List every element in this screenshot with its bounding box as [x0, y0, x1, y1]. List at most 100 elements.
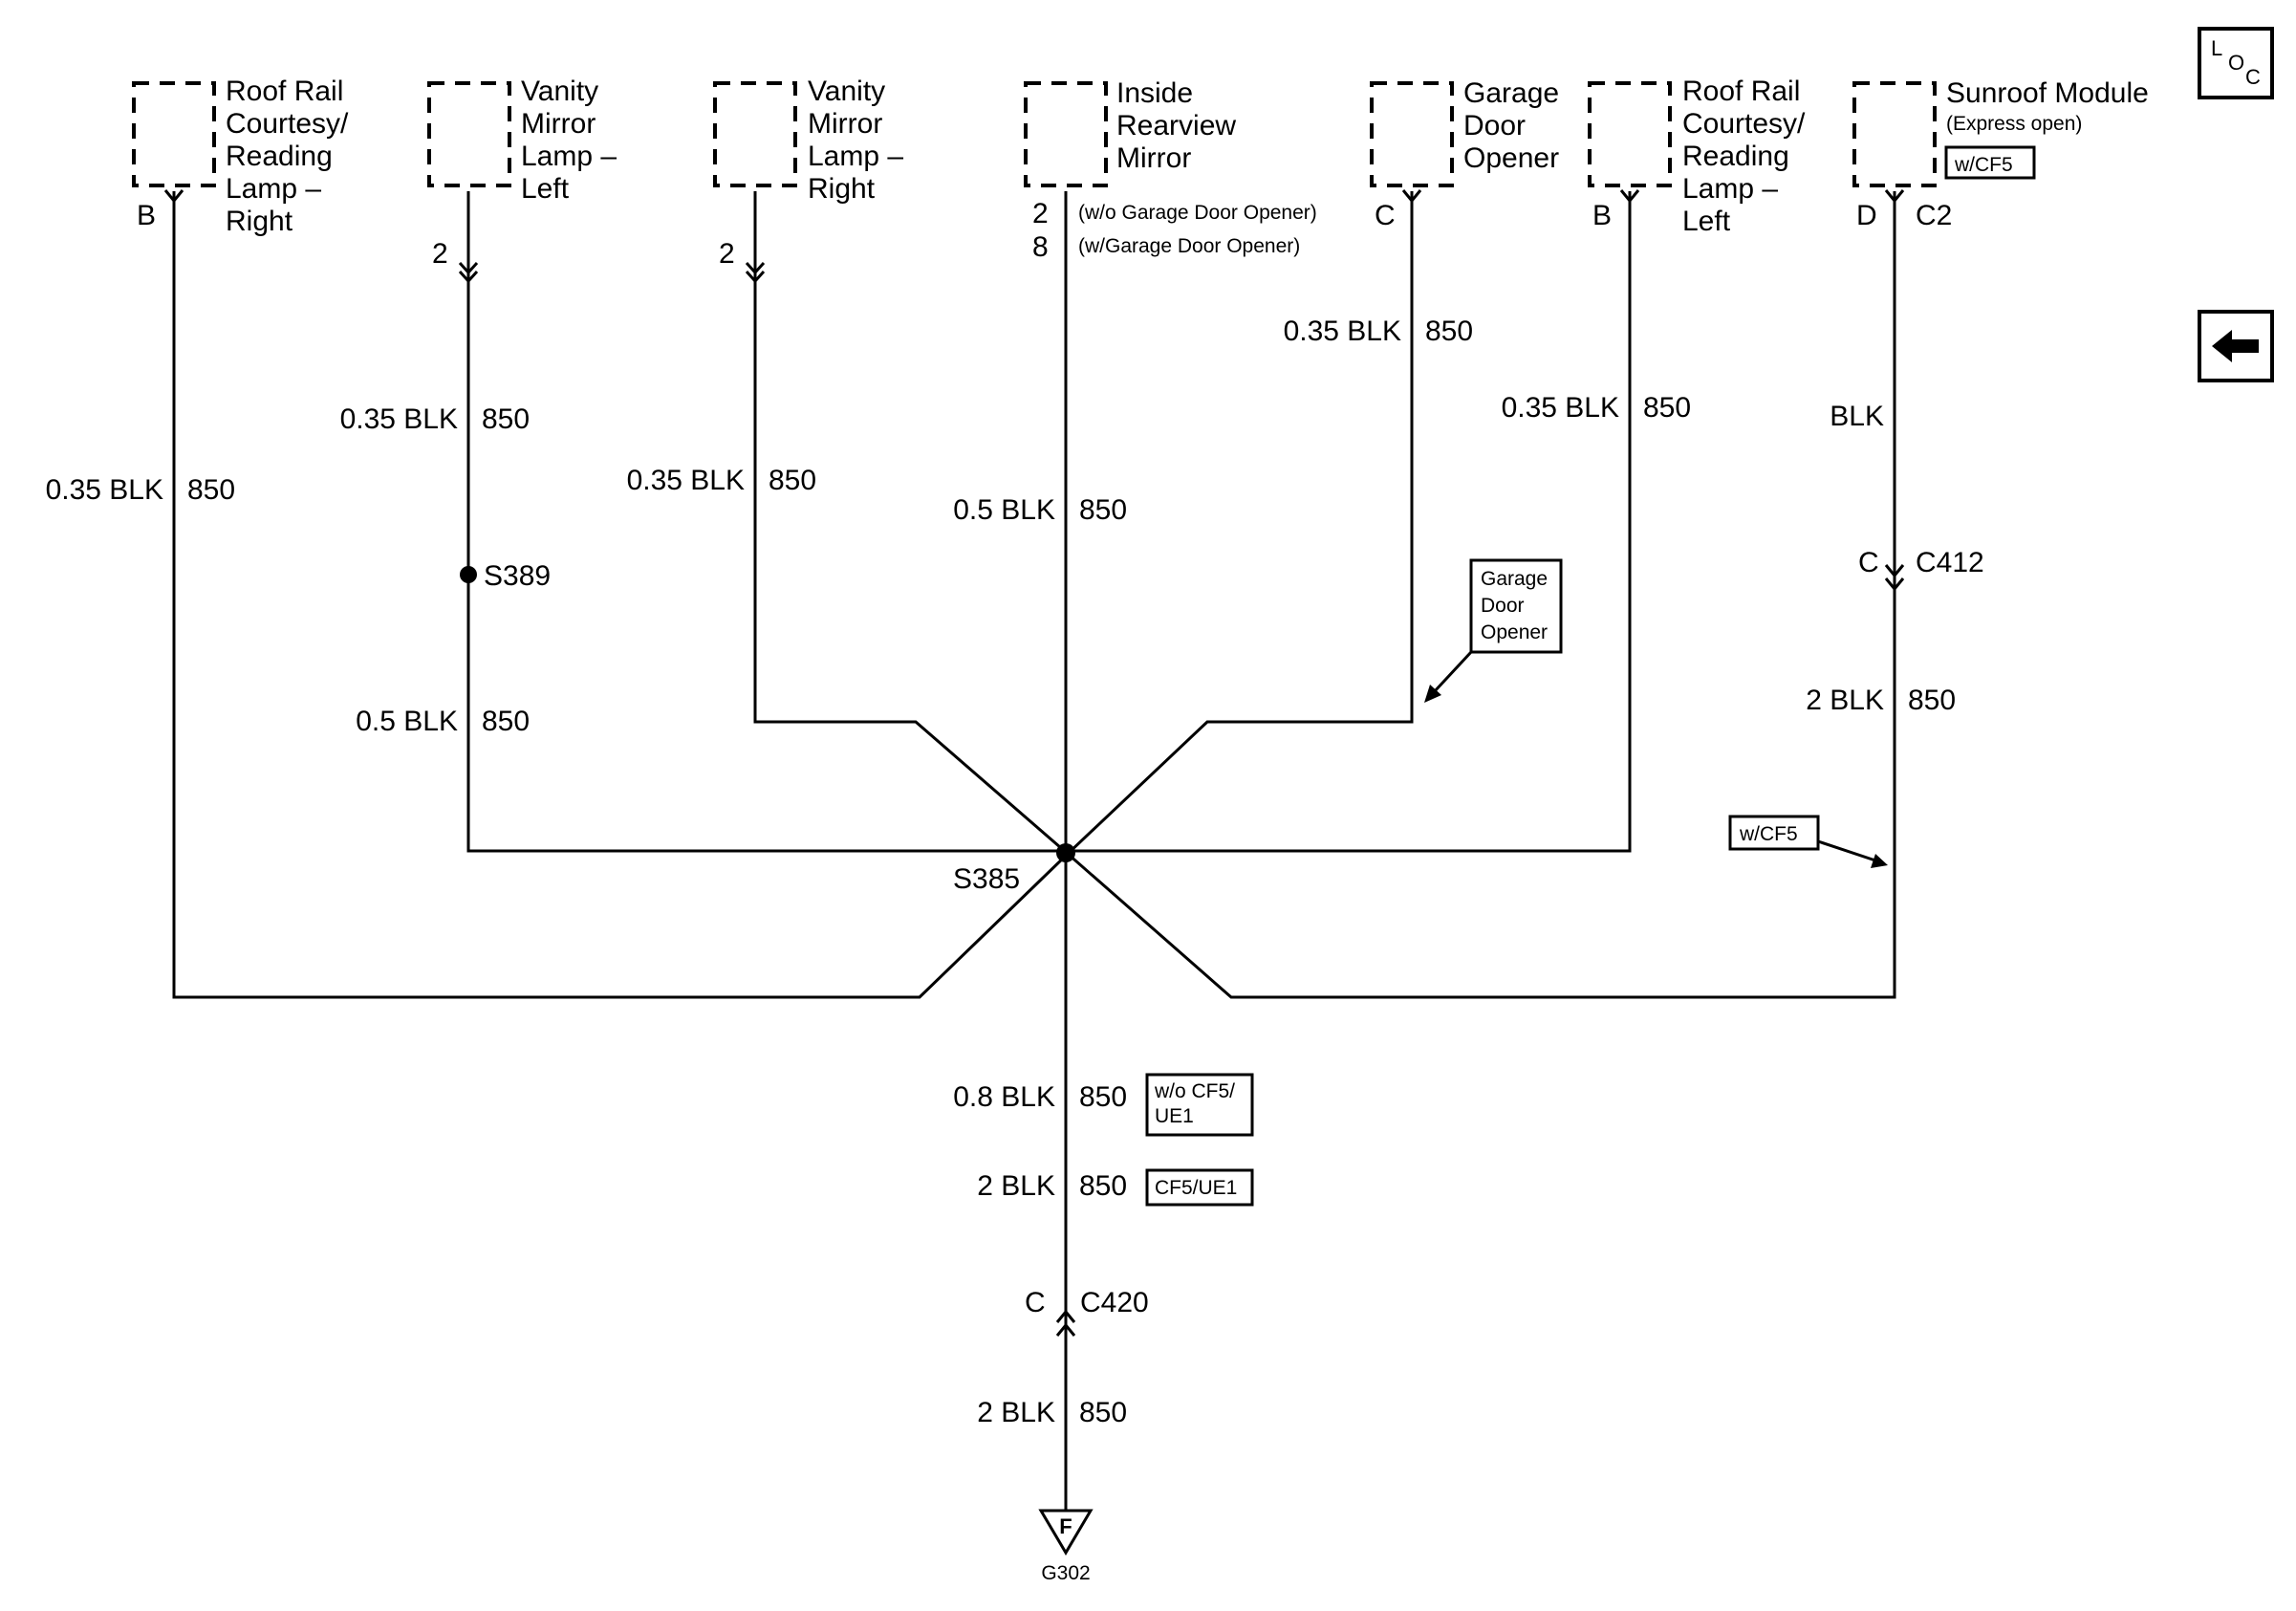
wire-circuit-vanity-left-lower: 850	[482, 706, 530, 737]
garage-door-callout-arrowhead	[1424, 685, 1441, 703]
callouts: Garage Door Opener w/CF5	[1424, 558, 1888, 868]
roof-rail-left-label: Roof Rail Courtesy/ Reading Lamp – Left	[1682, 76, 1813, 237]
location-button[interactable]: L O C	[2198, 27, 2274, 99]
inside-mirror-label: Inside Rearview Mirror	[1116, 77, 1244, 174]
splices: S389 S385	[460, 560, 1075, 895]
wire-circuit-mirror: 850	[1079, 494, 1127, 526]
pin-mirror-b-note: (w/Garage Door Opener)	[1078, 235, 1300, 257]
splice-s389-dot	[460, 566, 477, 583]
ground-name: G302	[1041, 1562, 1090, 1584]
cf5-callout-box	[1728, 815, 1820, 851]
wire-garage-door	[1066, 191, 1414, 856]
connector-c412-pin: C	[1858, 547, 1879, 578]
left-arrow-icon	[2212, 330, 2259, 362]
pin-terminals	[163, 189, 1905, 1337]
wire-circuit-garage: 850	[1425, 316, 1473, 347]
sunroof-note: (Express open)	[1946, 113, 2082, 135]
splice-s385-label: S385	[953, 863, 1020, 895]
cf5-callout-arrowhead	[1871, 854, 1888, 868]
wire-size-mirror: 0.5 BLK	[953, 494, 1055, 526]
wire-circuit-roof-left: 850	[1643, 392, 1691, 424]
location-button-frame[interactable]	[2198, 27, 2274, 99]
pin-mirror-a-note: (w/o Garage Door Opener)	[1078, 202, 1317, 224]
wire-size-sunroof-upper: BLK	[1830, 401, 1884, 432]
wire-size-ground: 2 BLK	[977, 1397, 1055, 1428]
back-button[interactable]	[2198, 310, 2274, 382]
wire-circuit-vanity-left-upper: 850	[482, 403, 530, 435]
roof-rail-right-label: Roof Rail Courtesy/ Reading Lamp – Right	[226, 76, 357, 237]
garage-door-box	[1370, 81, 1454, 187]
pin-vanity-left: 2	[432, 238, 448, 270]
wire-circuit-sunroof-lower: 850	[1908, 685, 1956, 716]
pin-terminal-mark	[1884, 189, 1905, 204]
trunk-b-option-box	[1145, 1168, 1254, 1207]
loc-letter-l: L	[2211, 36, 2222, 60]
wire-vanity-left	[466, 191, 1068, 853]
sunroof-box	[1852, 81, 1937, 187]
garage-door-label: Garage Door Opener	[1463, 77, 1567, 174]
wire-circuit-vanity-right: 850	[769, 465, 816, 496]
wire-roof-rail-left	[1068, 191, 1632, 853]
pin-garage-door: C	[1375, 200, 1396, 231]
wire-size-trunk-a: 0.8 BLK	[953, 1081, 1055, 1113]
trunk-a-option: w/o CF5/ UE1	[1154, 1080, 1241, 1127]
wire-size-vanity-left-upper: 0.35 BLK	[340, 403, 458, 435]
ground-terminal: F	[1059, 1514, 1072, 1538]
roof-rail-left-box	[1588, 81, 1672, 187]
wire-circuit-ground: 850	[1079, 1397, 1127, 1428]
sunroof-option: w/CF5	[1954, 154, 2013, 176]
wire-size-vanity-left-lower: 0.5 BLK	[356, 706, 458, 737]
vanity-right-label: Vanity Mirror Lamp – Right	[808, 76, 911, 205]
component-labels: Roof Rail Courtesy/ Reading Lamp – Right…	[226, 76, 2149, 237]
garage-door-callout: Garage Door Opener	[1481, 568, 1553, 643]
connector-c420-mark	[1055, 1309, 1076, 1337]
wire-size-sunroof-lower: 2 BLK	[1806, 685, 1884, 716]
connector-c412-mark	[1884, 564, 1905, 592]
trunk-a-option-box	[1145, 1073, 1254, 1137]
wire-vanity-right	[753, 191, 1069, 856]
cf5-callout-arrow-line	[1817, 839, 1876, 862]
connector-c420-pin: C	[1025, 1287, 1046, 1318]
loc-letter-c: C	[2245, 65, 2261, 89]
splice-s385-dot	[1056, 843, 1075, 862]
sunroof-title: Sunroof Module	[1946, 77, 2149, 109]
ground-triangle	[1038, 1509, 1094, 1556]
wire-size-roof-left: 0.35 BLK	[1502, 392, 1619, 424]
wire-size-trunk-b: 2 BLK	[977, 1170, 1055, 1202]
pin-labels: B 2 2 2 (w/o Garage Door Opener) 8 (w/Ga…	[137, 198, 1952, 270]
pin-roof-rail-left: B	[1592, 200, 1612, 231]
pin-mirror-b: 8	[1032, 231, 1049, 263]
cf5-callout: w/CF5	[1739, 823, 1798, 845]
wire-size-roof-right: 0.35 BLK	[46, 474, 163, 506]
garage-door-callout-box	[1469, 558, 1563, 654]
vanity-right-box	[713, 81, 797, 187]
ground-symbol: F G302	[1038, 1509, 1094, 1584]
sunroof-option-box	[1944, 145, 2036, 180]
pin-roof-rail-right: B	[137, 200, 156, 231]
vanity-left-box	[427, 81, 511, 187]
garage-door-callout-arrow-line	[1432, 650, 1473, 694]
pin-terminal-mark	[1401, 189, 1422, 204]
trunk-b-option: CF5/UE1	[1155, 1177, 1237, 1199]
connector-c420-name: C420	[1080, 1287, 1149, 1318]
loc-letter-o: O	[2228, 51, 2244, 75]
component-boxes	[132, 81, 1937, 187]
splice-s389-label: S389	[484, 560, 551, 592]
pin-terminal-mark	[163, 189, 184, 204]
pin-terminal-mark	[1619, 189, 1640, 204]
wire-sunroof	[1067, 191, 1896, 999]
connector-sunroof-c2: C2	[1916, 200, 1952, 231]
pin-chevron-mark	[745, 261, 766, 284]
pin-mirror-a: 2	[1032, 198, 1049, 229]
pin-chevron-mark	[458, 261, 479, 284]
pin-vanity-right: 2	[719, 238, 735, 270]
wire-labels: 0.35 BLK 850 0.35 BLK 850 0.5 BLK 850 0.…	[46, 316, 1957, 1428]
vanity-left-label: Vanity Mirror Lamp – Left	[521, 76, 624, 205]
connector-c412-name: C412	[1916, 547, 1984, 578]
wire-circuit-trunk-a: 850	[1079, 1081, 1127, 1113]
wire-size-garage: 0.35 BLK	[1284, 316, 1401, 347]
inside-mirror-box	[1024, 81, 1108, 187]
roof-rail-right-box	[132, 81, 216, 187]
wire-roof-rail-right	[172, 191, 1070, 999]
